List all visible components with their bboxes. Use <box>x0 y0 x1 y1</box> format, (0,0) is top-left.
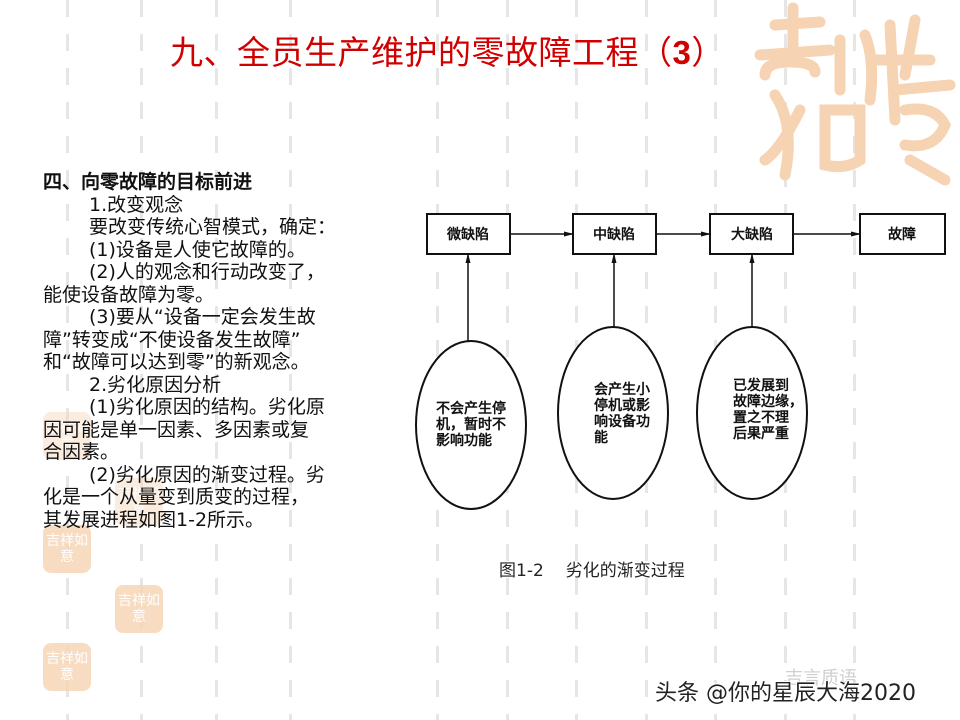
svg-text:影响功能: 影响功能 <box>436 432 492 449</box>
svg-text:响设备功: 响设备功 <box>594 413 650 430</box>
text-line: (1)劣化原因的结构。劣化原 <box>89 396 325 418</box>
background-grid-line <box>140 0 143 720</box>
text-line: 要改变传统心智模式，确定： <box>89 216 337 238</box>
svg-text:大缺陷: 大缺陷 <box>731 226 773 243</box>
text-line: 因可能是单一因素、多因素或复 <box>43 418 310 441</box>
source-watermark: 头条 @你的星辰大海2020 <box>655 681 916 706</box>
svg-text:后果严重: 后果严重 <box>733 425 789 442</box>
box-failure <box>859 213 946 255</box>
svg-text:微缺陷: 微缺陷 <box>446 226 489 243</box>
body-text: 四、向零故障的目标前进 1.改变观念 要改变传统心智模式，确定： (1)设备是人… <box>43 171 403 531</box>
seal-watermark-icon: 吉祥如意 <box>43 643 91 691</box>
background-grid-line <box>66 0 69 720</box>
text-line: (1)设备是人使它故障的。 <box>89 238 306 261</box>
svg-text:故障边缘，: 故障边缘， <box>733 393 803 410</box>
text-line: 能使设备故障为零。 <box>43 283 215 306</box>
svg-text:故障: 故障 <box>888 226 916 243</box>
text-line: (2)劣化原因的渐变过程。劣 <box>89 463 325 486</box>
text-line: 其发展进程如图1-2所示。 <box>43 508 265 531</box>
svg-text:中缺陷: 中缺陷 <box>593 226 635 243</box>
section-heading: 四、向零故障的目标前进 <box>43 171 253 193</box>
text-line: 和“故障可以达到零”的新观念。 <box>43 351 310 373</box>
seal-watermark-icon: 吉祥如意 <box>115 478 163 526</box>
svg-text:不会产生停: 不会产生停 <box>436 400 506 417</box>
svg-text:置之不理: 置之不理 <box>733 409 789 426</box>
svg-text:已发展到: 已发展到 <box>733 377 789 394</box>
background-grid-line <box>215 0 218 720</box>
text-line: (2)人的观念和行动改变了， <box>89 261 325 283</box>
text-line: 2.劣化原因分析 <box>89 373 222 396</box>
background-grid-line <box>506 0 509 720</box>
svg-text:能: 能 <box>594 429 608 446</box>
seal-watermark-icon: 吉祥如意 <box>115 585 163 633</box>
background-grid-line <box>853 0 856 720</box>
svg-text:会产生小: 会产生小 <box>594 381 650 398</box>
text-line: 障”转变成“不使设备发生故障” <box>43 328 301 351</box>
seal-watermark-icon <box>754 2 956 186</box>
text-line: 合因素。 <box>43 441 120 463</box>
text-line: (3)要从“设备一定会发生故 <box>89 306 316 328</box>
background-grid-line <box>289 0 292 720</box>
seal-watermark-icon: 吉祥如意 <box>43 525 91 573</box>
text-line: 1.改变观念 <box>89 193 184 216</box>
faint-watermark-text: 吉言质语 <box>785 668 857 689</box>
svg-text:机，暂时不: 机，暂时不 <box>436 416 506 433</box>
text-line: 化是一个从量变到质变的过程， <box>43 486 310 508</box>
svg-text:停机或影: 停机或影 <box>594 397 650 414</box>
slide-title: 九、全员生产维护的零故障工程（3） <box>170 33 725 72</box>
seal-watermark-icon: 吉祥如意 <box>43 412 91 460</box>
